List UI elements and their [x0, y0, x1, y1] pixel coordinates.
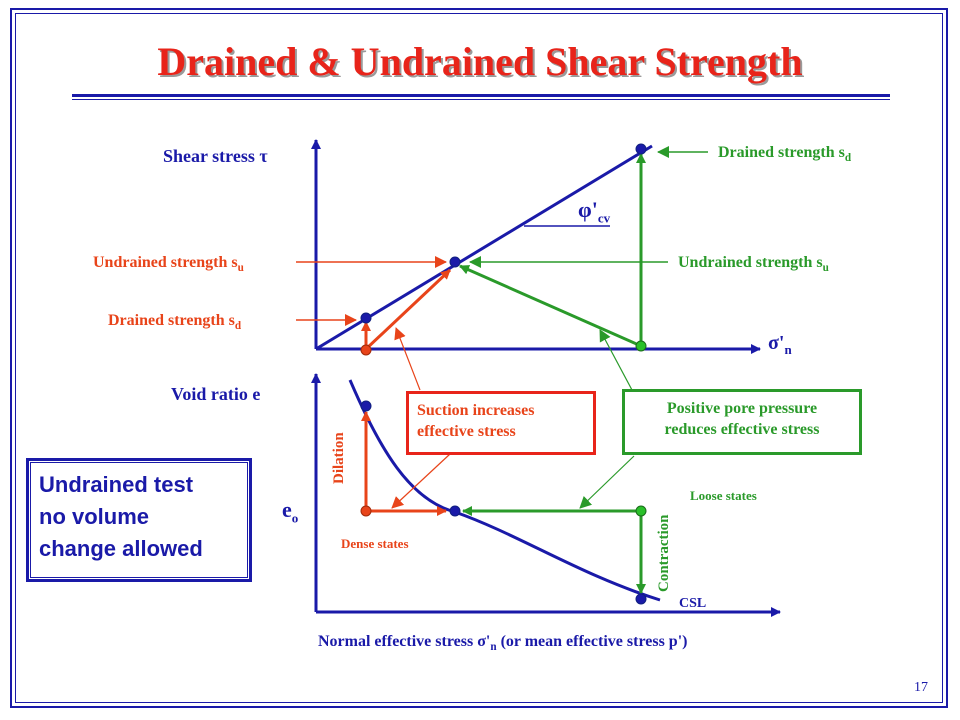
left-drained-strength-label: Drained strength sd: [108, 312, 242, 333]
pore-callout-line2: reduces effective stress: [664, 421, 820, 438]
slide-frame-inner: [15, 13, 943, 703]
lower-point-csl-bottom: [635, 593, 647, 605]
suction-pointer-down: [391, 453, 451, 509]
upper-axes: [311, 139, 761, 354]
pore-pointer-up: [599, 329, 633, 391]
suction-callout-line1: Suction increases: [417, 402, 535, 419]
contraction-label: Contraction: [656, 514, 672, 593]
upper-point-start-green: [635, 340, 647, 352]
title-underline-thick: [72, 94, 890, 97]
title-underline-thin: [72, 99, 890, 100]
upper-point-drained-red: [360, 312, 372, 324]
right-undrained-strength-label: Undrained strength su: [678, 254, 829, 275]
note-line1: Undrained test: [39, 472, 194, 497]
upper-point-drained-green: [635, 143, 647, 155]
loose-states-label: Loose states: [690, 488, 757, 503]
upper-x-axis-label: σ'n: [768, 332, 792, 357]
pore-pointer-down: [579, 455, 635, 509]
upper-y-axis-label: Shear stress τ: [163, 146, 268, 166]
failure-envelope-line: [315, 144, 653, 351]
pore-pressure-callout-box: Positive pore pressure reduces effective…: [622, 389, 862, 455]
upper-green-diagonal: [459, 264, 642, 348]
csl-label: CSL: [679, 596, 707, 611]
left-undrained-strength-label: Undrained strength su: [93, 254, 244, 275]
page-number: 17: [914, 680, 928, 695]
upper-point-undrained: [449, 256, 461, 268]
slide-title: Drained & Undrained Shear Strength: [157, 39, 803, 84]
undrained-note-box-outer: [26, 458, 252, 582]
suction-pointer-up: [394, 327, 421, 391]
lower-x-axis-label: Normal effective stress σ'n (or mean eff…: [318, 633, 688, 654]
suction-callout-line2: effective stress: [417, 423, 516, 440]
lower-y-axis-label: Void ratio e: [171, 384, 261, 404]
phi-cv-label: φ'cv: [578, 197, 611, 226]
dense-states-label: Dense states: [341, 536, 409, 551]
note-line2-wrap: no volume: [39, 501, 239, 533]
note-line3: change allowed: [39, 536, 203, 561]
lower-point-e0-red: [360, 505, 372, 517]
pore-callout-line1: Positive pore pressure: [666, 400, 818, 417]
lower-point-e0-green: [635, 505, 647, 517]
lower-axes: [311, 373, 781, 617]
undrained-note-box: Undrained test no volume change allowed: [30, 462, 248, 578]
dilation-label: Dilation: [331, 432, 347, 484]
suction-callout-box: Suction increases effective stress: [406, 391, 596, 455]
upper-red-diagonal: [364, 268, 452, 351]
upper-point-start-red: [360, 344, 372, 356]
lower-point-dilation-top: [360, 400, 372, 412]
lower-point-csl-mid: [449, 505, 461, 517]
e0-label: eo: [282, 497, 299, 526]
slide-frame-outer: [10, 8, 948, 708]
right-drained-strength-label: Drained strength sd: [718, 144, 852, 165]
note-line2: no volume: [39, 504, 150, 529]
